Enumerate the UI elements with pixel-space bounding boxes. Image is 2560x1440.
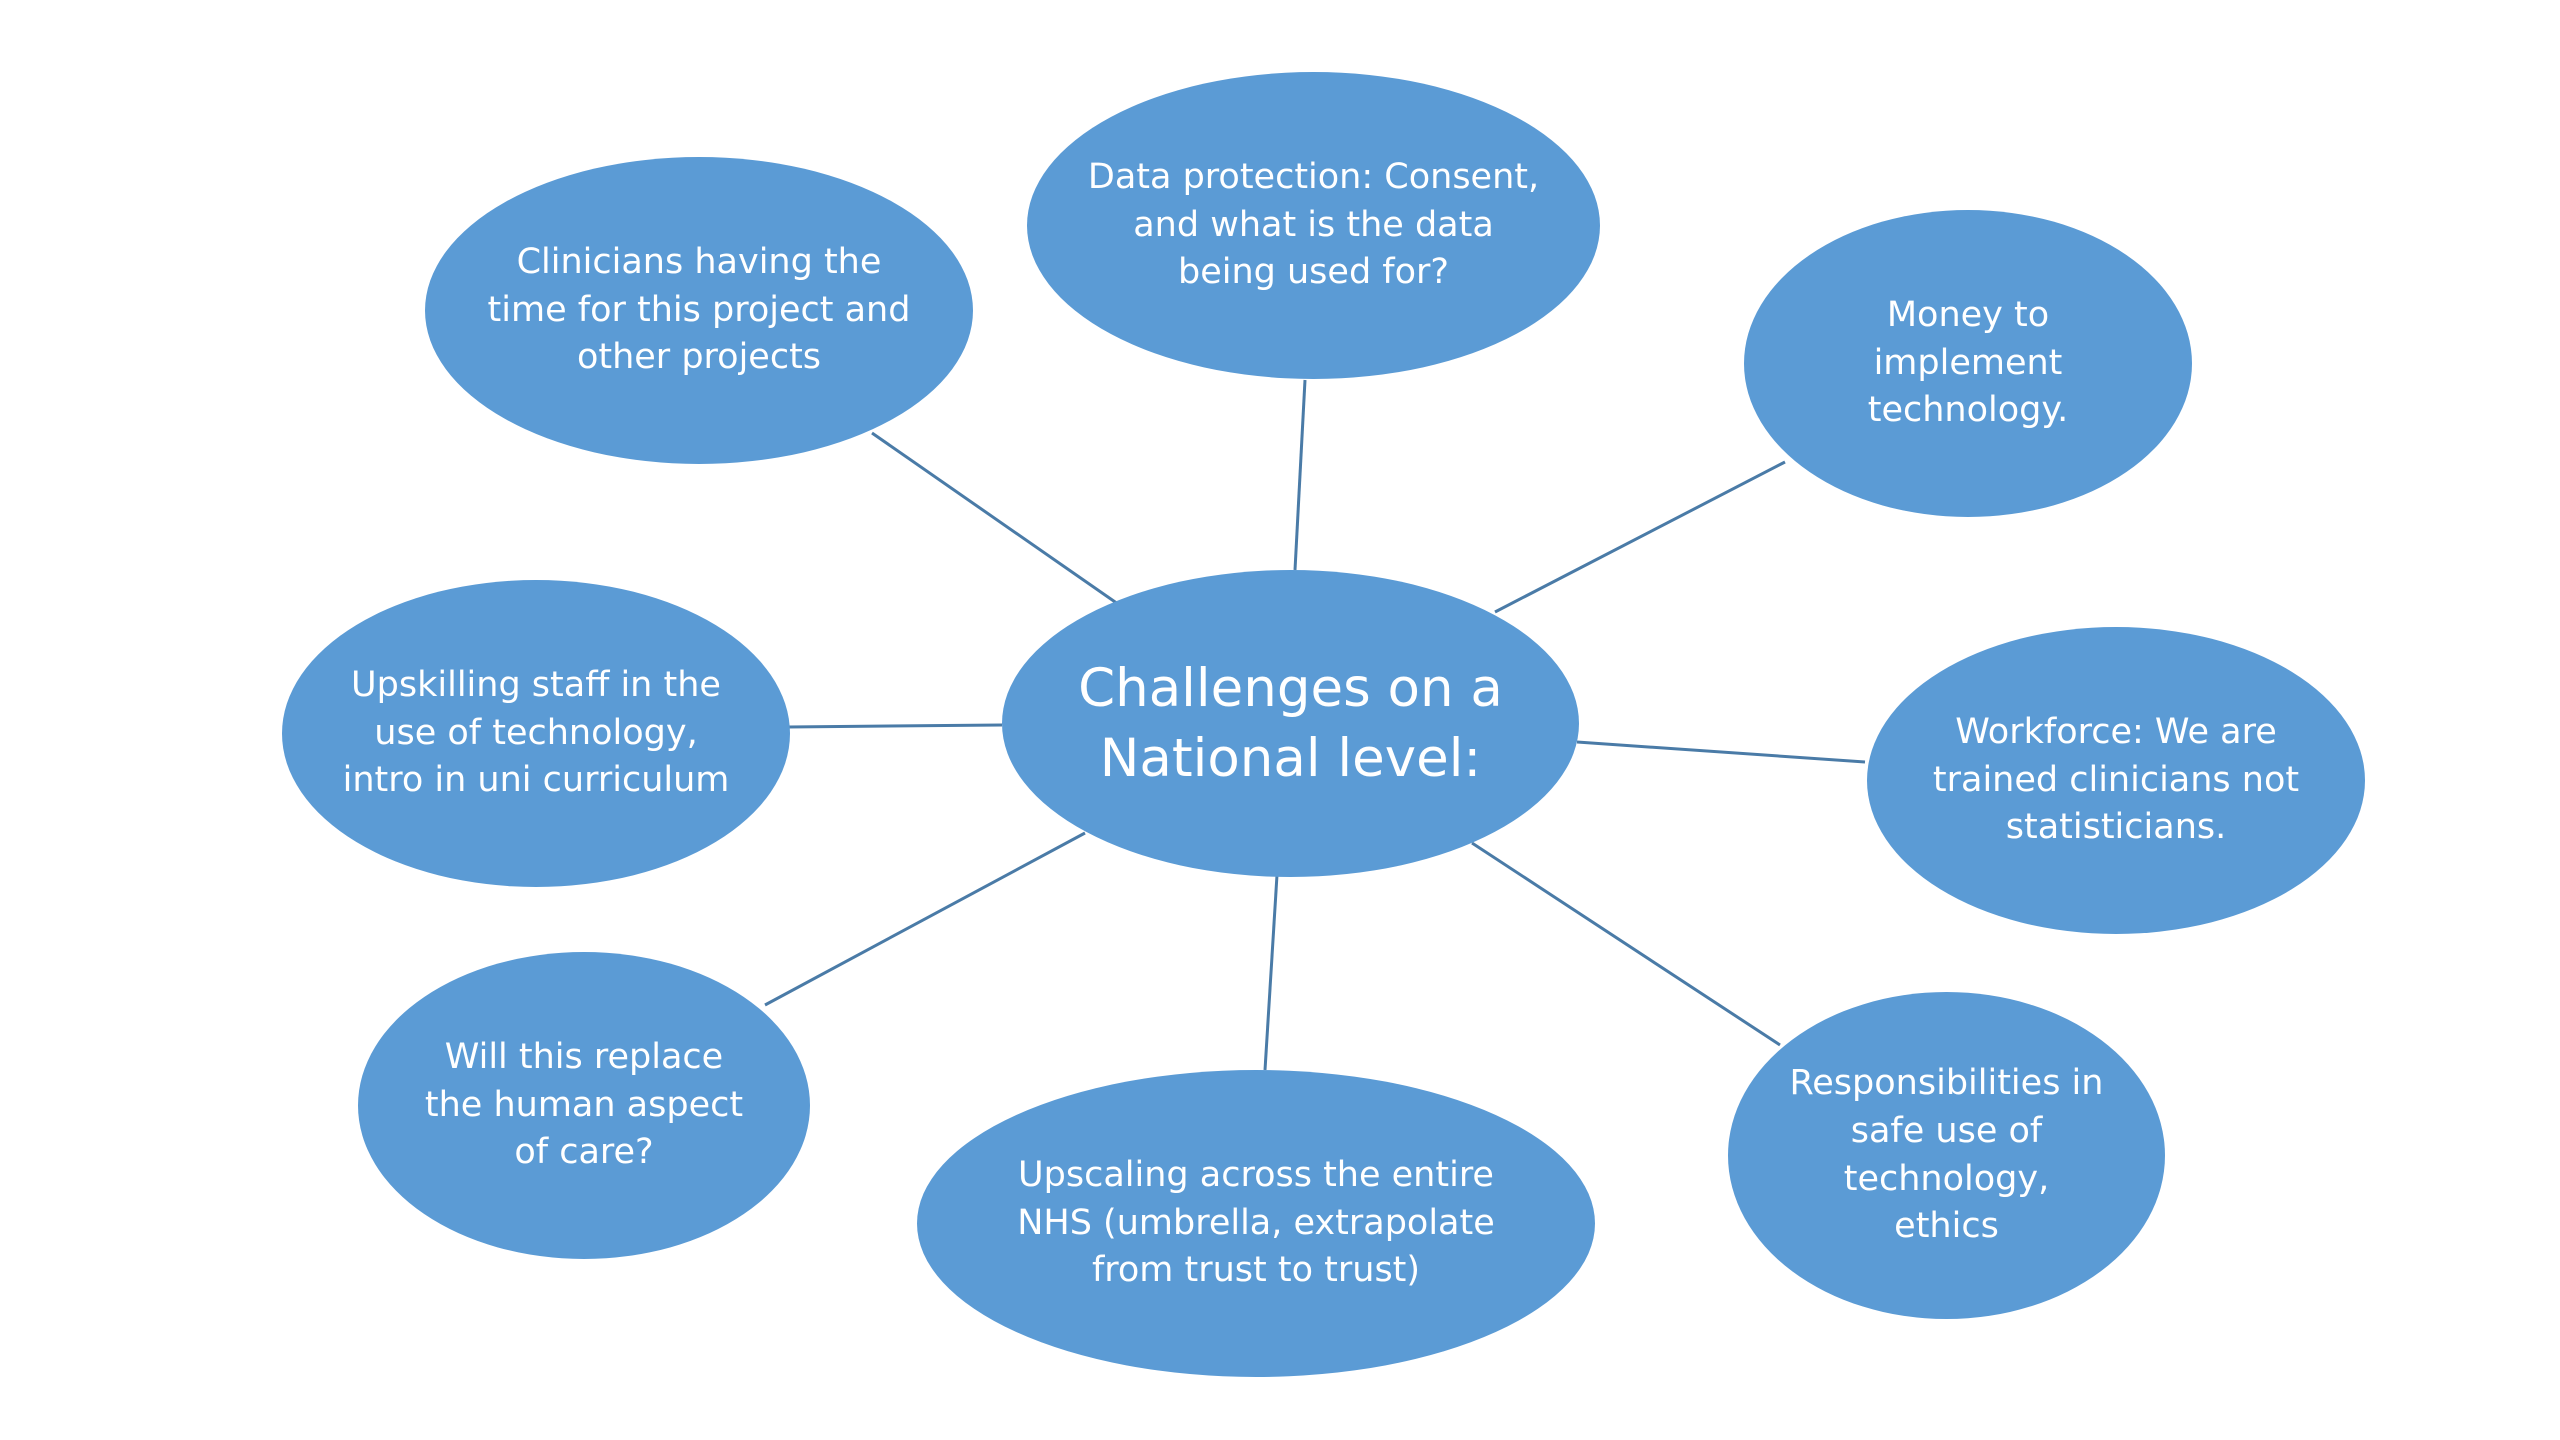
node-responsibilities-label: Responsibilities in safe use of technolo…	[1789, 1063, 2104, 1247]
connector-human-aspect	[764, 831, 1086, 1007]
node-clinicians-time-label: Clinicians having the time for this proj…	[487, 242, 911, 378]
central-topic-label: Challenges on a National level:	[1078, 657, 1503, 789]
central-topic: Challenges on a National level:	[1002, 570, 1579, 877]
node-upscaling-label: Upscaling across the entire NHS (umbrell…	[1017, 1155, 1495, 1291]
node-human-aspect-label: Will this replace the human aspect of ca…	[424, 1037, 744, 1173]
node-data-protection-label: Data protection: Consent, and what is th…	[1087, 157, 1540, 293]
node-responsibilities: Responsibilities in safe use of technolo…	[1728, 992, 2165, 1319]
node-upskilling-label: Upskilling staff in the use of technolog…	[342, 665, 730, 801]
node-money-label: Money to implement technology.	[1867, 295, 2069, 431]
node-workforce-label: Workforce: We are trained clinicians not…	[1932, 712, 2300, 848]
connector-clinicians-time	[871, 431, 1119, 606]
connector-responsibilities	[1471, 841, 1781, 1047]
connector-upskilling	[787, 723, 1003, 729]
node-clinicians-time: Clinicians having the time for this proj…	[425, 157, 973, 464]
connector-money	[1494, 460, 1786, 614]
node-upskilling: Upskilling staff in the use of technolog…	[282, 580, 790, 887]
node-human-aspect: Will this replace the human aspect of ca…	[358, 952, 810, 1259]
connector-data-protection	[1293, 379, 1307, 571]
node-workforce: Workforce: We are trained clinicians not…	[1867, 627, 2365, 934]
node-money: Money to implement technology.	[1744, 210, 2192, 517]
node-upscaling: Upscaling across the entire NHS (umbrell…	[917, 1070, 1595, 1377]
node-data-protection: Data protection: Consent, and what is th…	[1027, 72, 1600, 379]
connector-upscaling	[1263, 874, 1279, 1071]
connector-workforce	[1576, 740, 1866, 764]
